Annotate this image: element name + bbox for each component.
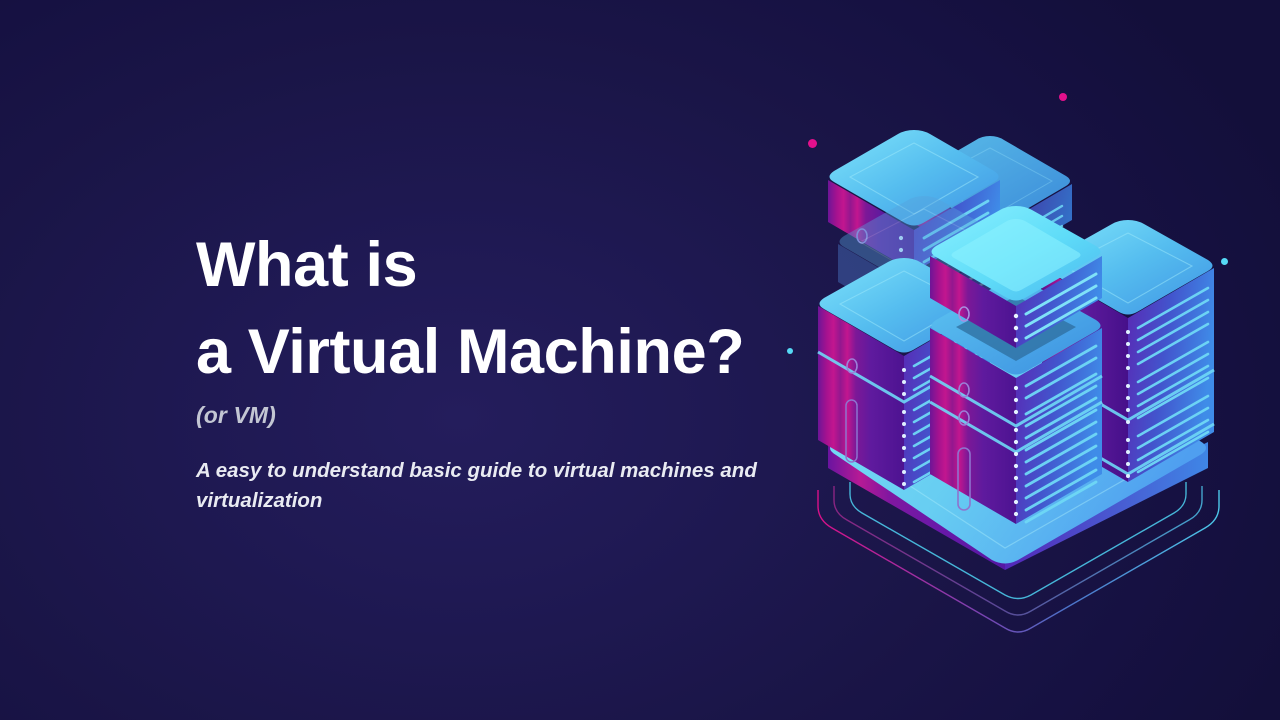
isometric-server-rack-illustration <box>790 70 1250 670</box>
unit-back-left <box>828 130 1000 272</box>
title-abbreviation: (or VM) <box>196 401 276 428</box>
ring-mid <box>833 486 1203 616</box>
unit-center <box>930 206 1102 348</box>
dot-cyan-right-icon <box>1221 258 1228 265</box>
ring-outer <box>817 490 1220 633</box>
dot-pink-top-icon <box>1059 93 1067 101</box>
headline-block: What is a Virtual Machine? (or VM) A eas… <box>196 222 836 517</box>
page-subtitle: A easy to understand basic guide to virt… <box>196 458 757 513</box>
dot-cyan-title-icon <box>787 348 793 354</box>
page-title: What is a Virtual Machine? <box>196 230 745 387</box>
server-rack-svg <box>817 130 1220 633</box>
ring-inner <box>849 482 1187 600</box>
dot-pink-left-icon <box>808 139 817 148</box>
